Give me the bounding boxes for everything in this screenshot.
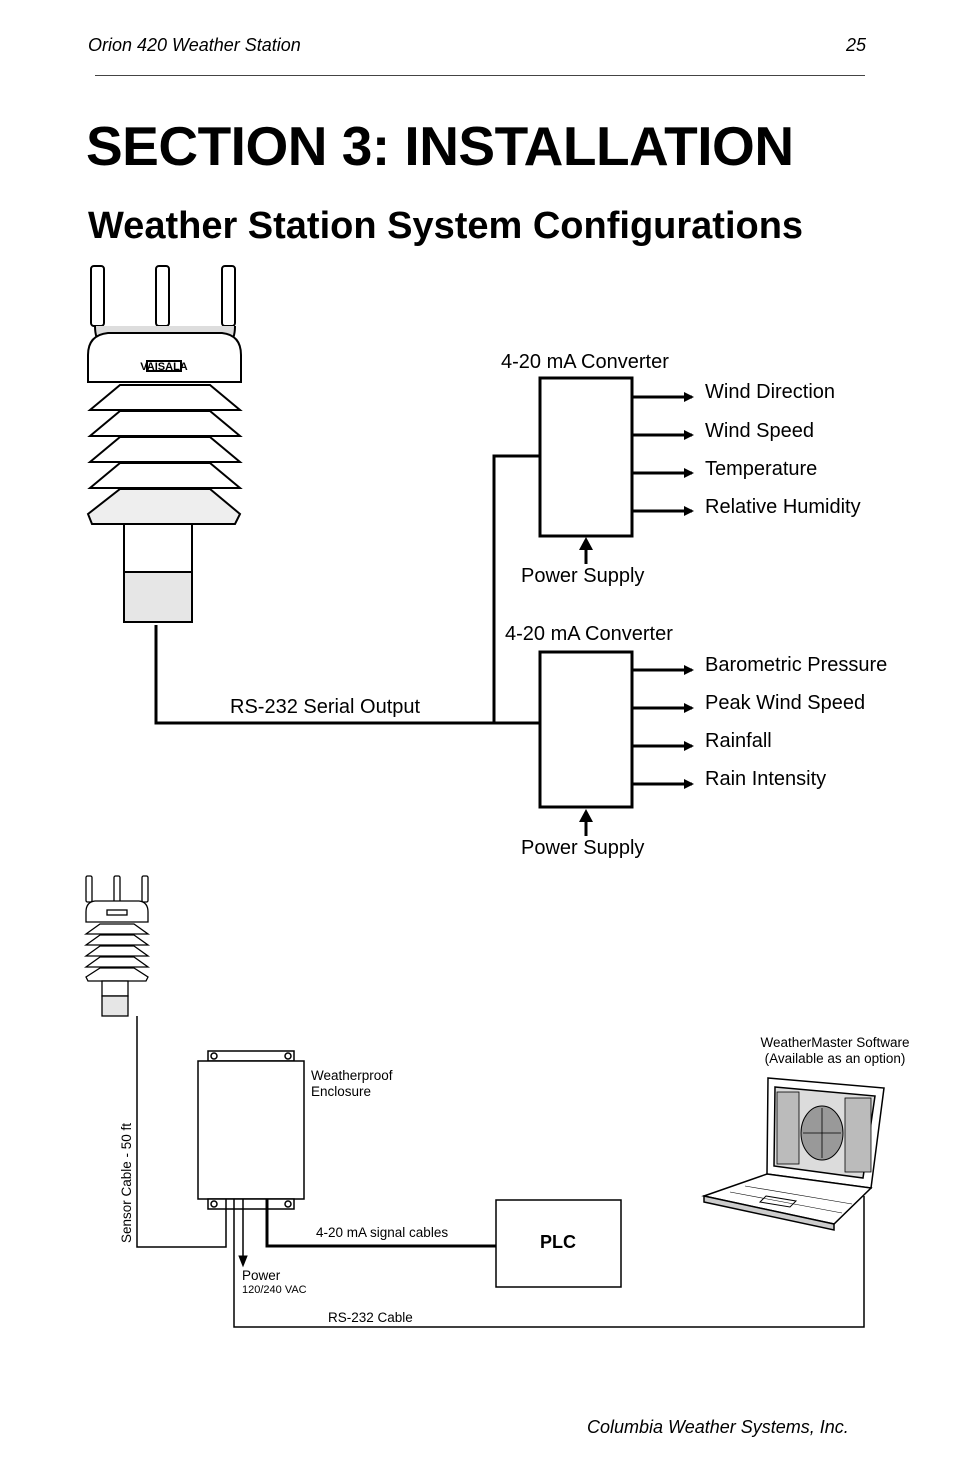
software-label-line2: (Available as an option) bbox=[765, 1051, 906, 1066]
plc-box bbox=[495, 1199, 622, 1288]
power-supply-top-arrow bbox=[579, 537, 593, 564]
converter-top-output-arrows bbox=[632, 392, 694, 516]
subsection-title: Weather Station System Configurations bbox=[88, 205, 804, 247]
output-relative-humidity: Relative Humidity bbox=[705, 496, 861, 518]
plc-label: PLC bbox=[540, 1232, 576, 1252]
converter-bottom-box bbox=[538, 650, 634, 809]
output-peak-wind-speed: Peak Wind Speed bbox=[705, 692, 865, 714]
power-supply-bottom-label: Power Supply bbox=[521, 837, 644, 859]
output-wind-direction: Wind Direction bbox=[705, 381, 835, 403]
power-supply-bottom-arrow bbox=[579, 809, 593, 836]
converter-bottom-label: 4-20 mA Converter bbox=[505, 623, 673, 645]
header-doc-title: Orion 420 Weather Station bbox=[88, 35, 301, 55]
sensor-logo: VAISALA bbox=[140, 361, 188, 373]
sensor-cable-label: Sensor Cable - 50 ft bbox=[119, 1123, 134, 1243]
serial-wiring bbox=[154, 454, 540, 725]
header-page-number: 25 bbox=[846, 35, 867, 55]
section-title: SECTION 3: INSTALLATION bbox=[86, 115, 794, 177]
output-barometric-pressure: Barometric Pressure bbox=[705, 654, 887, 676]
laptop-illustration bbox=[701, 1077, 885, 1231]
header-rule bbox=[95, 75, 865, 76]
rs232-cable-label: RS-232 Cable bbox=[328, 1310, 413, 1325]
converter-top-label: 4-20 mA Converter bbox=[501, 351, 669, 373]
software-label-line1: WeatherMaster Software bbox=[760, 1035, 909, 1050]
output-rainfall: Rainfall bbox=[705, 730, 772, 752]
diagram-analog-outputs: VAISALA RS-232 Serial Output 4-20 mA Con… bbox=[86, 265, 887, 859]
footer-company: Columbia Weather Systems, Inc. bbox=[587, 1417, 849, 1437]
weather-transmitter-illustration bbox=[86, 265, 243, 623]
power-label: Power bbox=[242, 1268, 281, 1283]
output-temperature: Temperature bbox=[705, 458, 817, 480]
power-supply-top-label: Power Supply bbox=[521, 565, 644, 587]
power-voltage-label: 120/240 VAC bbox=[242, 1284, 307, 1296]
signal-cables-label: 4-20 mA signal cables bbox=[316, 1225, 448, 1240]
converter-bottom-output-arrows bbox=[632, 665, 694, 789]
diagram2-wiring bbox=[136, 1016, 865, 1328]
enclosure-label-line2: Enclosure bbox=[311, 1084, 371, 1099]
diagram-plc-connection: Weatherproof Enclosure Sensor Cable - 50… bbox=[83, 875, 910, 1328]
serial-output-label: RS-232 Serial Output bbox=[230, 696, 421, 718]
converter-top-box bbox=[538, 376, 634, 538]
weatherproof-enclosure bbox=[197, 1050, 305, 1210]
enclosure-label-line1: Weatherproof bbox=[311, 1068, 393, 1083]
output-wind-speed: Wind Speed bbox=[705, 420, 814, 442]
small-transmitter-illustration bbox=[83, 875, 151, 1017]
output-rain-intensity: Rain Intensity bbox=[705, 768, 826, 790]
